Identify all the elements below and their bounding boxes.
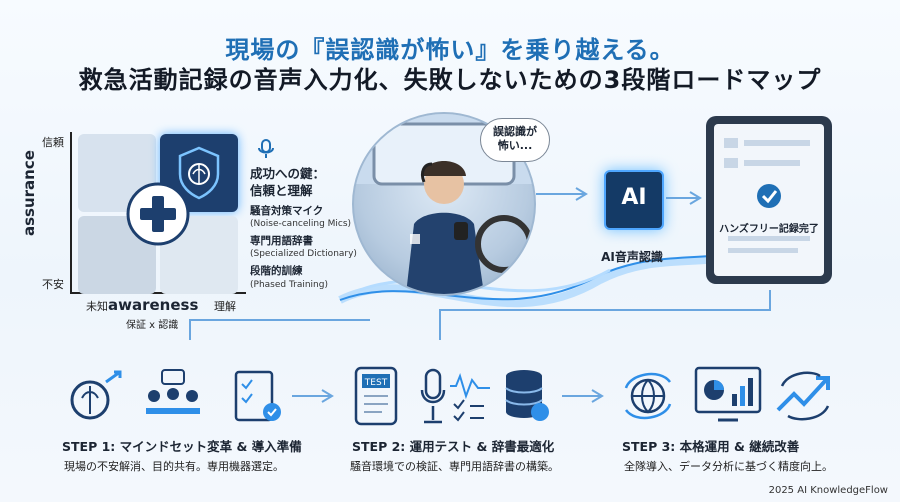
mic-waveform-icon — [420, 366, 500, 428]
meeting-icon — [140, 366, 206, 426]
test-label: TEST — [364, 378, 388, 388]
page-subtitle: 救急活動記録の音声入力化、失敗しないための3段階ロードマップ — [78, 66, 822, 94]
assurance-awareness-matrix — [78, 134, 238, 294]
matrix-y-axis — [70, 132, 72, 292]
arrow-right-icon — [290, 388, 340, 404]
matrix-cell-top-right — [160, 134, 238, 212]
matrix-x-axis — [70, 292, 246, 294]
matrix-x-sublabel: 保証 x 認識 — [126, 320, 179, 331]
tablet-screen: ハンズフリー記録完了 — [714, 124, 824, 276]
matrix-x-right-label: 理解 — [214, 300, 236, 313]
test-tablet-icon: TEST — [352, 366, 402, 428]
checklist-icon — [230, 366, 284, 426]
medical-cross-icon — [126, 182, 190, 246]
matrix-y-top-label: 信頼 — [42, 136, 64, 149]
tablet-device: ハンズフリー記録完了 — [706, 116, 832, 284]
key-item-2-ja: 専門用語辞書 — [250, 235, 313, 248]
matrix-x-label: awareness — [108, 296, 199, 314]
step-3-desc: 全隊導入、データ分析に基づく精度向上。 — [624, 460, 833, 473]
step-2-desc: 騒音環境での検証、専門用語辞書の構築。 — [350, 460, 559, 473]
key-heading-2: 信頼と理解 — [250, 182, 313, 198]
microphone-icon — [256, 138, 276, 160]
step-1-title: STEP 1: マインドセット変革 & 導入準備 — [62, 439, 302, 454]
tablet-status-label: ハンズフリー記録完了 — [719, 224, 819, 235]
matrix-y-label: assurance — [20, 150, 38, 236]
arrow-right-icon — [560, 388, 610, 404]
ai-chip: AI — [604, 170, 664, 230]
arrow-right-icon — [534, 186, 594, 202]
key-item-3-en: (Phased Training) — [250, 279, 328, 290]
step-1-desc: 現場の不安解消、目的共有。専用機器選定。 — [64, 460, 284, 473]
matrix-y-bottom-label: 不安 — [42, 278, 64, 291]
key-panel: 成功への鍵： 信頼と理解 騒音対策マイク (Noise-canceling Mi… — [250, 166, 380, 291]
speech-bubble: 誤認識が 怖い... — [480, 118, 550, 162]
database-icon — [502, 366, 552, 428]
step-2-title: STEP 2: 運用テスト & 辞書最適化 — [352, 439, 555, 454]
key-item-2-en: (Specialized Dictionary) — [250, 249, 357, 260]
step-3-title: STEP 3: 本格運用 & 継続改善 — [622, 439, 800, 454]
shield-brain-icon — [178, 146, 220, 200]
key-item-3-ja: 段階的訓練 — [250, 265, 303, 278]
key-item-1-ja: 騒音対策マイク — [250, 204, 324, 217]
record-document-illustration — [724, 138, 810, 253]
ai-chip-label: AI音声認識 — [601, 250, 663, 264]
brain-growth-icon — [64, 368, 126, 426]
page-title: 現場の『誤認識が怖い』を乗り越える。 — [225, 36, 675, 64]
analytics-monitor-icon — [692, 364, 766, 426]
matrix-x-left-label: 未知 — [86, 300, 108, 313]
key-item-1-en: (Noise-canceling Mics) — [250, 218, 352, 229]
globe-sync-icon — [620, 366, 678, 426]
trend-cycle-icon — [772, 366, 838, 426]
arrow-right-icon — [664, 190, 706, 206]
key-heading-1: 成功への鍵： — [250, 166, 326, 181]
roadmap-connector — [170, 280, 790, 370]
bubble-line-2: 怖い... — [497, 139, 533, 153]
bubble-line-1: 誤認識が — [493, 125, 537, 138]
footer-credit: 2025 AI KnowledgeFlow — [768, 485, 888, 496]
